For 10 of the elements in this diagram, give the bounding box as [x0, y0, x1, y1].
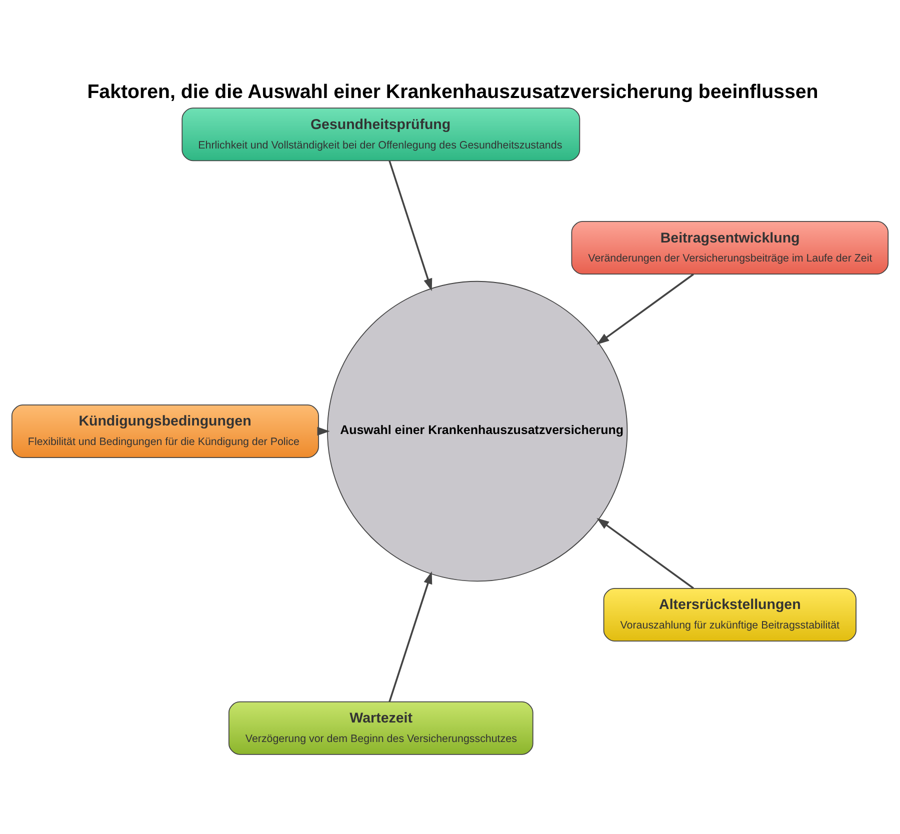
- node-box: Gesundheitsprüfung Ehrlichkeit und Vollständigkeit bei der Offenlegung des Gesundheitszustands: [182, 108, 580, 162]
- arrow: [596, 274, 694, 345]
- node-box: Beitragsentwicklung Veränderungen der Versicherungsbeiträge im Laufe der Zeit: [571, 221, 889, 275]
- diagram-title: Faktoren, die die Auswahl einer Krankenhauszusatzversicherung beeinflussen: [87, 80, 818, 103]
- arrow: [388, 571, 432, 702]
- arrow: [596, 518, 694, 589]
- arrow: [388, 160, 432, 292]
- node-box: Wartezeit Verzögerung vor dem Beginn des Versicherungsschutzes: [228, 701, 534, 755]
- node-circle: Auswahl einer Krankenhauszusatzversicherung: [327, 280, 628, 582]
- node-box: Altersrückstellungen Vorauszahlung für zukünftige Beitragsstabilität: [603, 588, 856, 642]
